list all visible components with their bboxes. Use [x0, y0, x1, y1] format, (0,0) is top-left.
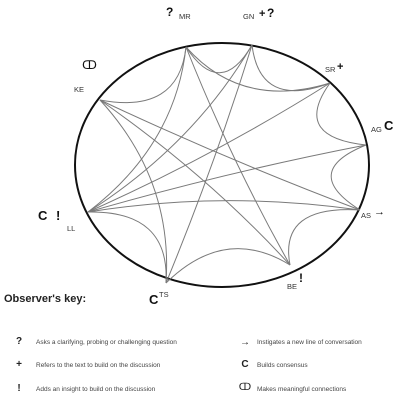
- connection-ag-ll: [87, 144, 367, 213]
- as-arrow-mark: →: [374, 206, 385, 218]
- key-exclamation-text: Adds an insight to build on the discussi…: [36, 386, 156, 393]
- connection-gn-sr: [251, 44, 331, 92]
- gn-question-mark: ?: [267, 6, 275, 20]
- gn-label: GN: [243, 12, 255, 21]
- connection-as-ll: [87, 200, 361, 213]
- ke-connections-mark: ↀ: [82, 58, 97, 72]
- key-consensus-text: Builds consensus: [257, 362, 308, 369]
- sr-plus-mark: +: [337, 61, 344, 73]
- key-plus-icon: +: [16, 359, 22, 370]
- ll-label: LL: [67, 224, 76, 233]
- connection-ke-mr: [99, 46, 187, 104]
- key-consensus-icon: C: [241, 359, 249, 370]
- ag-consensus-mark: C: [384, 118, 393, 133]
- key-exclamation-icon: !: [17, 383, 21, 394]
- connection-mr-be: [185, 46, 291, 266]
- sr-label: SR: [325, 65, 336, 74]
- key-arrow-text: Instigates a new line of conversation: [257, 339, 362, 346]
- gn-plus-mark: +: [259, 8, 266, 20]
- as-label: AS: [361, 211, 372, 220]
- key-connections-icon: ↀ: [238, 382, 252, 393]
- connection-as-be: [288, 209, 361, 266]
- key-arrow-icon: →: [240, 337, 250, 348]
- ll-exclamation-mark: !: [56, 208, 61, 223]
- connection-sr-ag: [316, 82, 367, 146]
- connection-be-ts: [165, 248, 291, 284]
- connection-mr-gn: [185, 44, 253, 74]
- ts-label: TS: [159, 290, 169, 299]
- be-exclamation-mark: !: [299, 271, 303, 285]
- discussion-circle: [74, 42, 370, 288]
- connection-mr-ll: [87, 46, 187, 213]
- key-connections-text: Makes meaningful connections: [257, 386, 347, 393]
- mr-question-mark: ?: [166, 5, 174, 19]
- connection-lines: [87, 44, 367, 284]
- connection-gn-ts: [165, 44, 253, 284]
- ag-label: AG: [371, 125, 382, 134]
- connection-ke-as: [99, 99, 361, 211]
- ll-consensus-mark: C: [38, 208, 48, 223]
- key-plus-text: Refers to the text to build on the discu…: [36, 362, 161, 369]
- connection-ts-ll: [87, 211, 167, 284]
- be-label: BE: [287, 282, 298, 291]
- connection-sr-ll: [87, 82, 331, 213]
- connection-mr-sr: [185, 46, 331, 92]
- ts-consensus-mark: C: [149, 292, 159, 307]
- connection-ke-be: [99, 99, 291, 266]
- observer-key-title: Observer's key:: [4, 293, 87, 305]
- key-question-icon: ?: [15, 336, 23, 347]
- connection-ag-as: [330, 144, 367, 211]
- key-question-text: Asks a clarifying, probing or challengin…: [36, 339, 177, 346]
- mr-label: MR: [179, 12, 191, 21]
- ke-label: KE: [74, 85, 85, 94]
- connection-gn-ll: [87, 44, 253, 213]
- connection-ke-ts: [99, 99, 168, 284]
